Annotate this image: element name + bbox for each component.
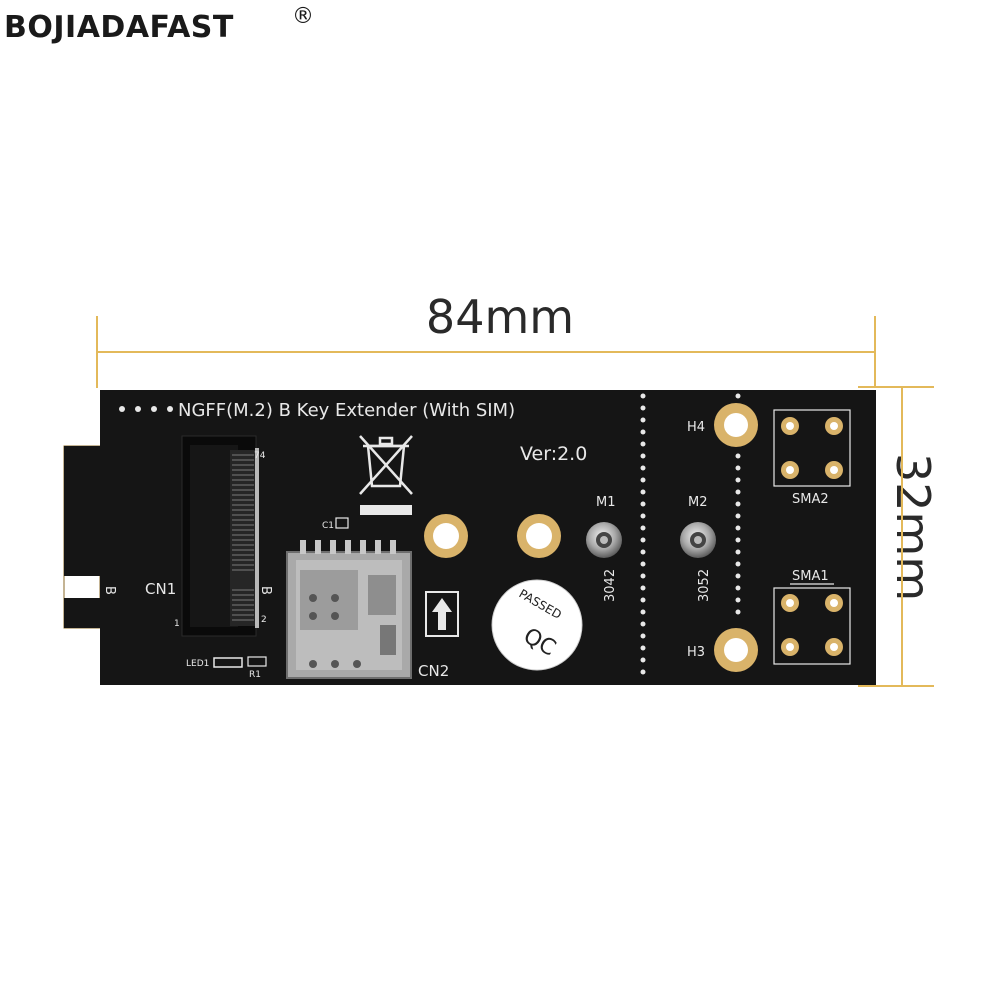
size-3042-label: 3042: [603, 569, 618, 602]
cn1-label: CN1: [145, 580, 176, 598]
pcb-board: [64, 390, 876, 685]
h3-hole: [714, 628, 758, 672]
led1-footprint: [213, 657, 243, 668]
c1-label: C1: [322, 521, 334, 531]
size-3052-label: 3052: [697, 569, 712, 602]
dimension-lines: [96, 316, 934, 687]
pin-74-label: 74: [254, 451, 266, 461]
brand-name: BOJIADAFAST: [4, 10, 234, 45]
h4-label: H4: [687, 420, 705, 435]
sma1-label: SMA1: [792, 569, 829, 584]
slot-key-label: B: [258, 586, 273, 595]
m2-standoff: [680, 522, 716, 558]
r1-footprint: [247, 656, 267, 667]
perforation-lines: [640, 393, 741, 675]
qc-passed-sticker: PASSED QC: [491, 579, 583, 671]
led1-label: LED1: [186, 659, 209, 669]
width-dimension-label: 84mm: [425, 290, 575, 344]
up-arrow-icon: [425, 591, 459, 637]
pin-2-label: 2: [261, 615, 267, 625]
board-version: Ver:2.0: [520, 443, 587, 465]
m1-label: M1: [596, 495, 616, 510]
weee-crossed-bin-icon: [359, 435, 413, 515]
sma2-footprint: [773, 409, 851, 487]
sim-card-socket: [286, 540, 412, 679]
silkscreen-dots: [119, 406, 173, 412]
h4-hole: [714, 403, 758, 447]
sma2-label: SMA2: [792, 492, 829, 507]
h3-label: H3: [687, 645, 705, 660]
cn2-label: CN2: [418, 662, 449, 680]
edge-key-label: B: [102, 586, 117, 595]
registered-mark: ®: [292, 4, 314, 29]
pin-1-label: 1: [174, 619, 180, 629]
r1-label: R1: [249, 670, 261, 680]
mounting-holes: [424, 514, 561, 558]
m1-standoff: [586, 522, 622, 558]
m2-label: M2: [688, 495, 708, 510]
m2-connector-cn1: [181, 435, 259, 637]
board-title: NGFF(M.2) B Key Extender (With SIM): [178, 400, 515, 421]
c1-footprint: [335, 517, 349, 529]
sma1-footprint: [773, 583, 851, 665]
